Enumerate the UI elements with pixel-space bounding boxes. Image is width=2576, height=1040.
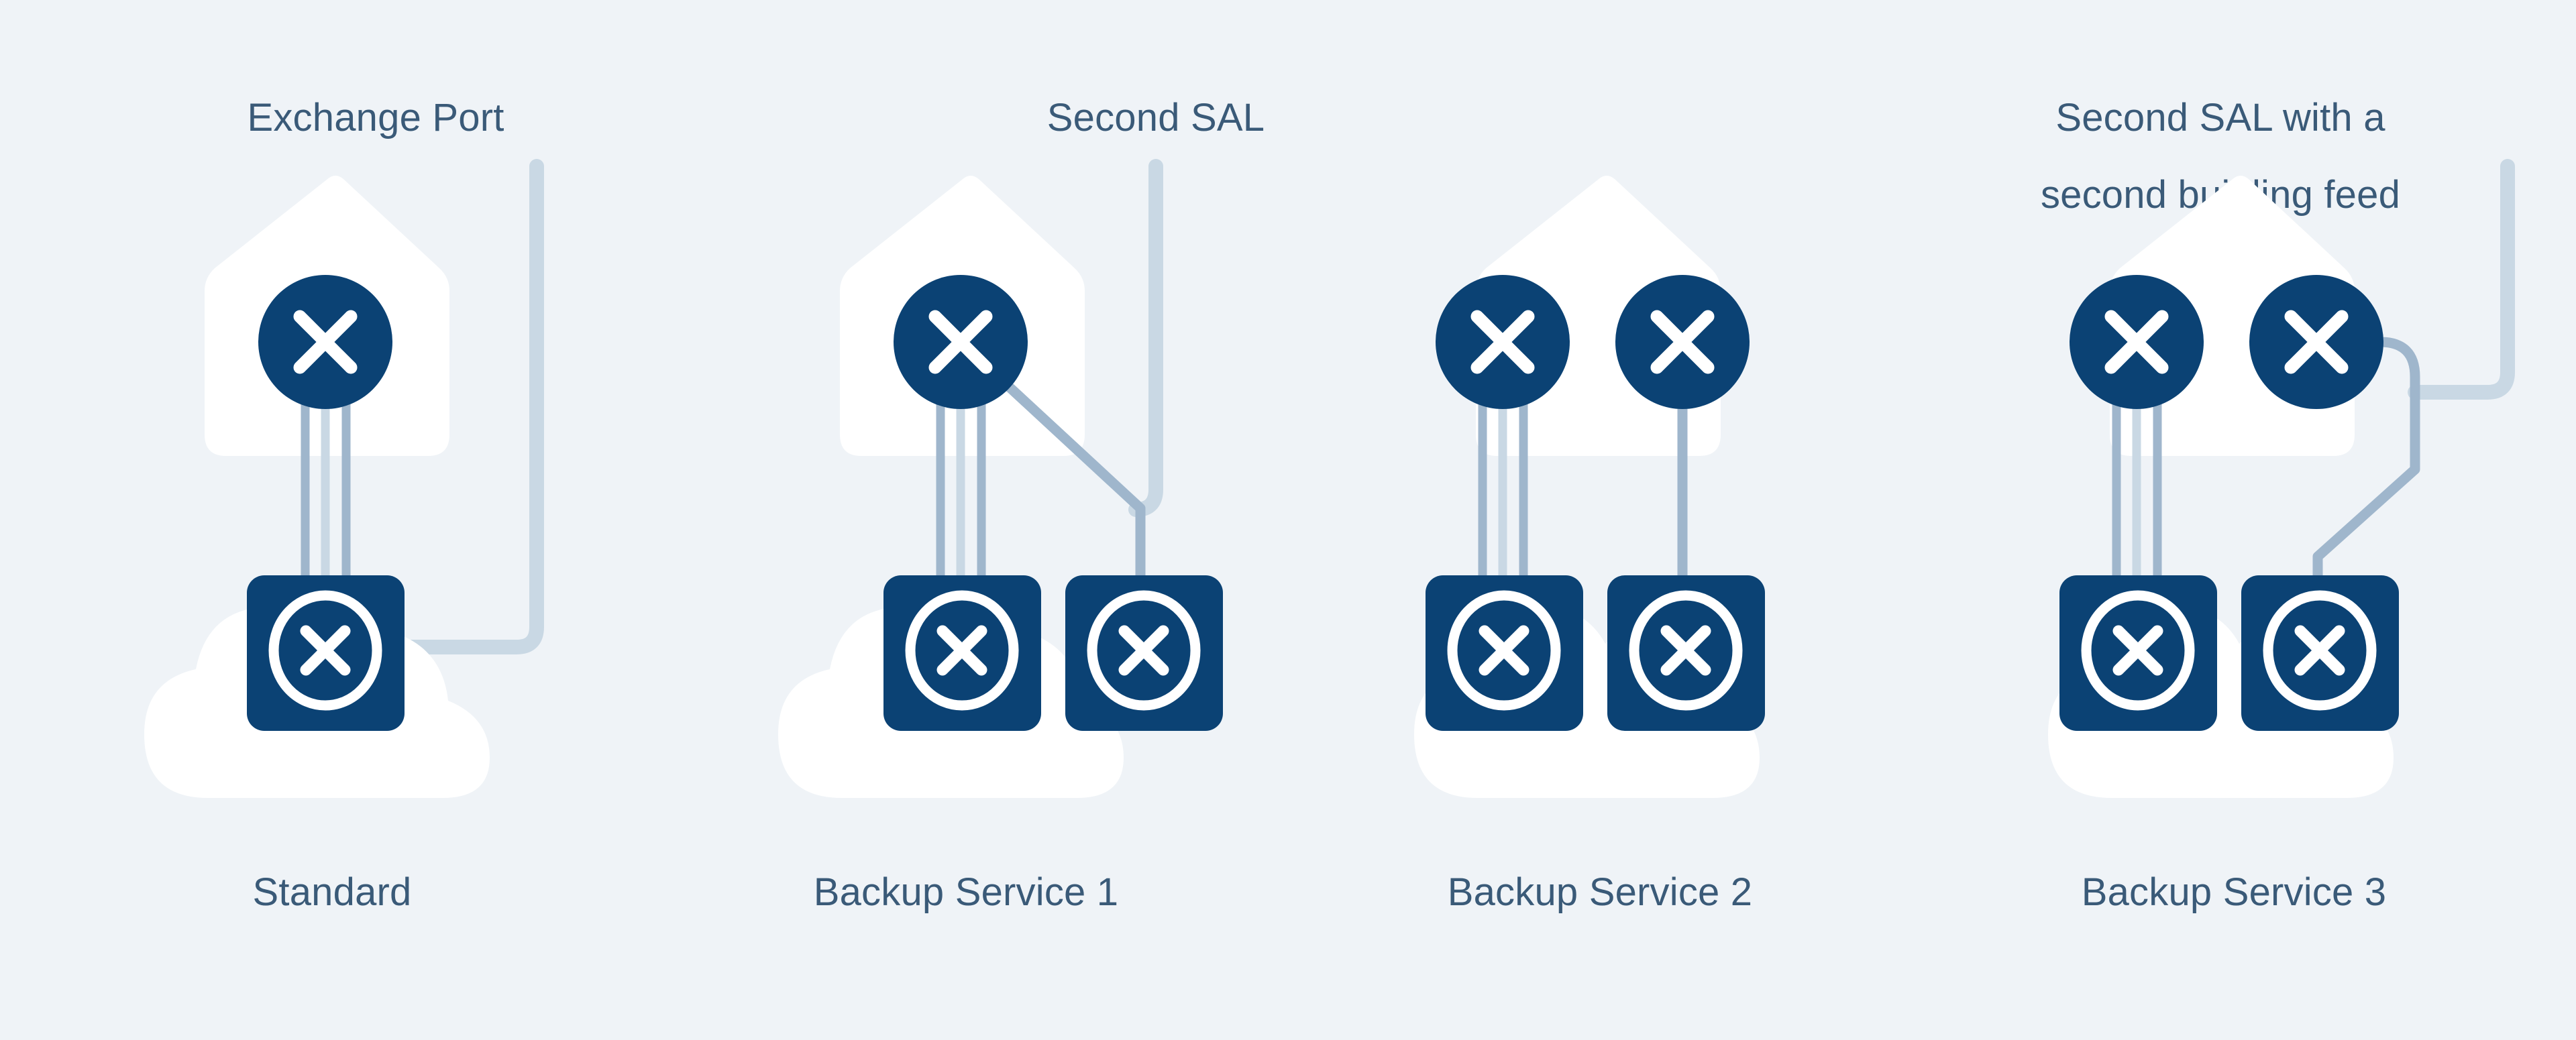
node-x-stroke [1470,310,1535,374]
circle-x-icon[interactable] [2249,275,2383,409]
box-circle-x-icon[interactable] [1065,575,1223,731]
node-ring [1629,590,1743,711]
node-x-stroke [2294,625,2345,676]
connector-building-feed [2408,159,2515,400]
circle-x-icon[interactable] [1436,275,1570,409]
box-circle-x-icon[interactable] [2241,575,2399,731]
circle-x-icon[interactable] [894,275,1028,409]
connector-zigzag-branch [2312,337,2420,590]
label-backup-service-2: Backup Service 2 [1448,870,1753,914]
circle-x-icon[interactable] [2070,275,2204,409]
node-ring [905,590,1019,711]
node-x-stroke [1118,625,1169,676]
node-x-stroke [300,625,351,676]
group-backup-service-3: Backup Service 3 [2048,159,2515,914]
node-x-stroke [2104,310,2169,374]
node-ring [2263,590,2377,711]
node-x-stroke [2284,310,2349,374]
node-x-stroke [293,310,358,374]
node-x-stroke [1479,625,1529,676]
box-circle-x-icon[interactable] [883,575,1041,731]
group-backup-service-2: Backup Service 2 [1414,176,1765,914]
box-circle-x-icon[interactable] [1426,575,1583,731]
node-x-stroke [936,625,987,676]
box-circle-x-icon[interactable] [1607,575,1765,731]
node-x-stroke [2112,625,2163,676]
group-standard: Standard [144,159,544,914]
circle-x-icon[interactable] [1615,275,1750,409]
node-ring [2081,590,2195,711]
box-circle-x-icon[interactable] [247,575,405,731]
label-standard: Standard [253,870,412,914]
node-x-stroke [1650,310,1715,374]
node-ring [268,590,382,711]
label-backup-service-3: Backup Service 3 [2082,870,2387,914]
node-x-stroke [928,310,993,374]
circle-x-icon[interactable] [258,275,392,409]
label-backup-service-1: Backup Service 1 [814,870,1119,914]
label-exchange-port: Exchange Port [247,96,504,139]
node-ring [1087,590,1201,711]
node-x-stroke [1660,625,1711,676]
box-circle-x-icon[interactable] [2059,575,2217,731]
label-second-sal-building-feed-line1: Second SAL with a [2055,96,2385,139]
label-second-sal: Second SAL [1047,96,1265,139]
group-backup-service-1: Backup Service 1 [778,159,1223,914]
connector-diagonal-branch [1001,379,1146,590]
node-ring [1447,590,1561,711]
connector-exchange-port-feed [395,159,544,654]
